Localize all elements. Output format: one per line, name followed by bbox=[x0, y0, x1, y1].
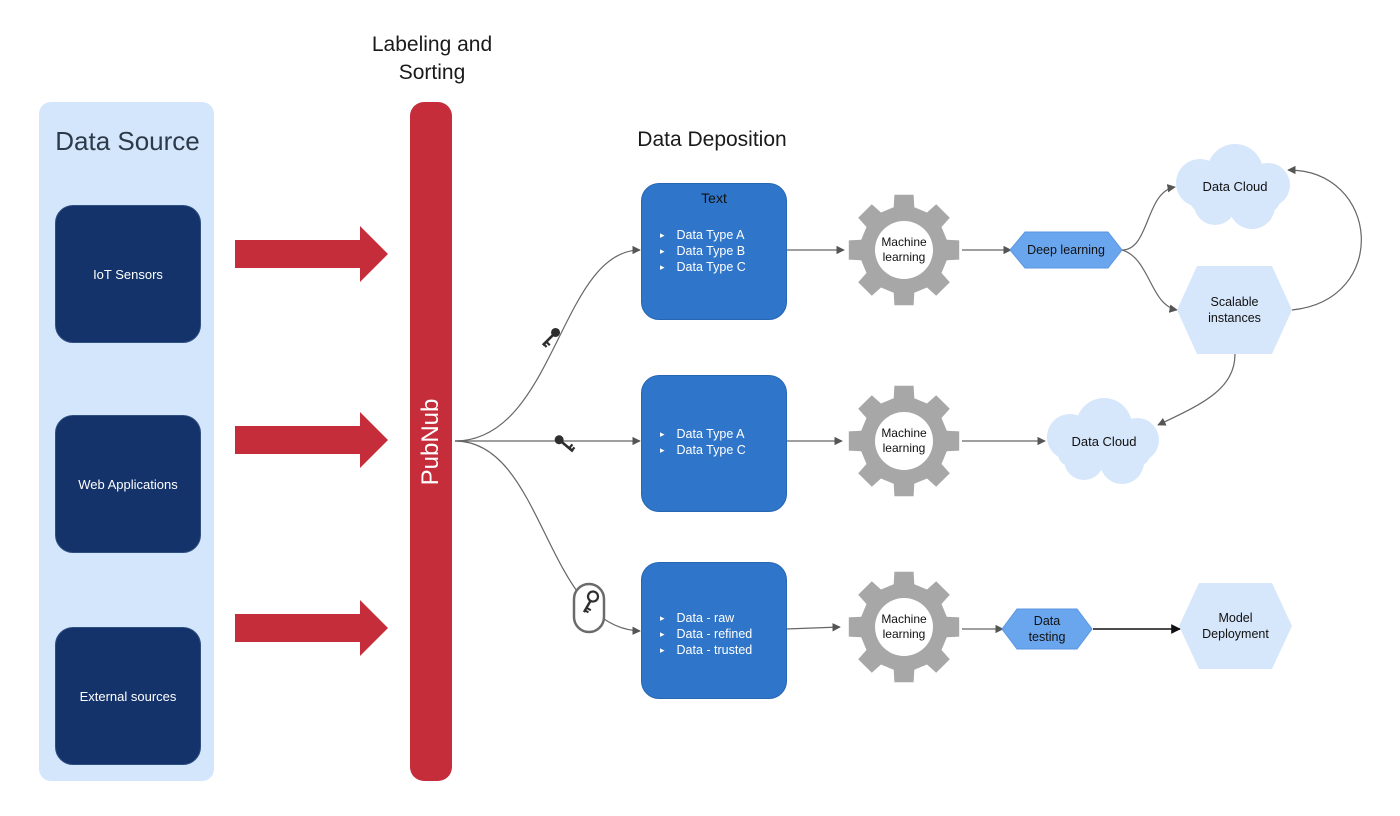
source-external-sources: External sources bbox=[55, 627, 201, 765]
list-item: Data Type A bbox=[660, 227, 746, 243]
data-testing-label: Data testing bbox=[1028, 614, 1066, 644]
deep-learning-label: Deep learning bbox=[1027, 243, 1105, 257]
labeling-sorting-title: Labeling and Sorting bbox=[340, 31, 524, 87]
data-source-title: Data Source bbox=[55, 126, 200, 156]
deposit-box-mid: Data Type A Data Type C bbox=[641, 375, 787, 512]
cloud-icon bbox=[1176, 144, 1290, 229]
connector-pubnub-top bbox=[454, 245, 641, 442]
gear-label: Machine learning bbox=[881, 612, 927, 641]
labeling-line-2: Sorting bbox=[398, 61, 466, 84]
deposit-box-bottom: Data - raw Data - refined Data - trusted bbox=[641, 562, 787, 699]
source-iot-sensors: IoT Sensors bbox=[55, 205, 201, 343]
data-testing-hexagon bbox=[1001, 608, 1093, 650]
gear-icon bbox=[848, 571, 960, 683]
gear-icon bbox=[848, 385, 960, 497]
cloud-icon bbox=[1047, 398, 1159, 484]
data-cloud-top-label: Data Cloud bbox=[1202, 178, 1268, 194]
arrow-right-icon bbox=[235, 600, 388, 656]
key-icon bbox=[554, 435, 576, 453]
connector-pubnub-bottom bbox=[454, 440, 641, 635]
deposit-box-text: Text Data Type A Data Type B Data Type C bbox=[641, 183, 787, 320]
gear-icon bbox=[848, 194, 960, 306]
locked-key-icon bbox=[572, 582, 606, 634]
source-web-applications: Web Applications bbox=[55, 415, 201, 553]
gear-label: Machine learning bbox=[881, 235, 927, 264]
model-deployment-hexagon bbox=[1179, 583, 1292, 669]
deposit-box-title: Text bbox=[701, 190, 727, 206]
gear-machine-learning-2: Machine learning bbox=[849, 386, 959, 496]
gear-machine-learning-1: Machine learning bbox=[849, 195, 959, 305]
key-icon bbox=[541, 327, 561, 348]
list-item: Data - raw bbox=[660, 610, 752, 626]
list-item: Data Type C bbox=[660, 259, 746, 275]
gear-label: Machine learning bbox=[881, 426, 927, 455]
scalable-instances-label: Scalable instances bbox=[1208, 295, 1261, 325]
gear-machine-learning-3: Machine learning bbox=[849, 572, 959, 682]
list-item: Data Type B bbox=[660, 243, 746, 259]
data-cloud-mid-label: Data Cloud bbox=[1071, 433, 1137, 449]
pubnub-label: PubNub bbox=[417, 398, 444, 486]
model-deployment-label: Model Deployment bbox=[1202, 611, 1269, 641]
list-item: Data Type C bbox=[660, 442, 746, 458]
list-item: Data Type A bbox=[660, 426, 746, 442]
scalable-instances-hexagon bbox=[1177, 266, 1292, 354]
deep-learning-hexagon bbox=[1009, 231, 1123, 269]
arrow-right-icon bbox=[235, 226, 388, 282]
data-deposition-title: Data Deposition bbox=[637, 128, 787, 151]
labeling-line-1: Labeling and bbox=[371, 33, 493, 56]
list-item: Data - refined bbox=[660, 626, 753, 642]
pubnub-bar bbox=[410, 102, 452, 781]
list-item: Data - trusted bbox=[660, 642, 753, 658]
arrow-right-icon bbox=[235, 412, 388, 468]
